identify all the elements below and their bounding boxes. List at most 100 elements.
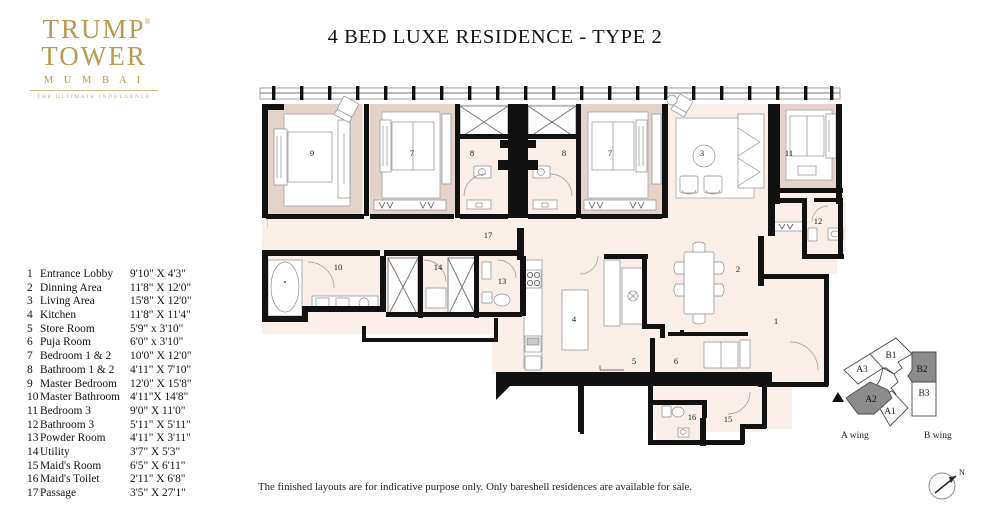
legend-num: 12 <box>27 418 39 431</box>
legend-num: 2 <box>27 281 33 294</box>
legend-dim: 4'11"X 14'8" <box>130 391 189 404</box>
room-maids-toilet <box>656 400 704 440</box>
legend-num: 17 <box>27 487 39 499</box>
legend-dim: 9'0" X 11'0" <box>130 404 186 417</box>
legend-num: 1 <box>27 268 33 280</box>
legend-name: Bathroom 1 & 2 <box>40 363 115 376</box>
legend-dim: 2'11" X 6'8" <box>130 473 186 486</box>
legend-num: 5 <box>27 322 33 335</box>
keyplan-label-b1: B1 <box>885 351 896 361</box>
keyplan-label-a3: A3 <box>856 365 868 375</box>
legend-name: Living Area <box>40 295 95 308</box>
wardrobe-bedroom-1 <box>373 199 447 211</box>
legend-name: Passage <box>40 487 77 499</box>
room-label-7a: 7 <box>410 148 415 158</box>
legend-name: Bedroom 1 & 2 <box>40 350 112 363</box>
compass-north-label: N <box>959 468 965 477</box>
registered-mark-icon: ® <box>144 17 153 26</box>
room-label-3: 3 <box>700 148 704 158</box>
room-bedroom-2 <box>580 104 666 214</box>
room-label-5: 5 <box>632 356 636 366</box>
legend-dim: 10'0" X 12'0" <box>130 350 192 363</box>
legend-name: Kitchen <box>40 309 77 322</box>
room-label-9: 9 <box>310 148 314 158</box>
legend-dim: 4'11" X 7'10" <box>130 363 192 376</box>
floor-plan: .w { fill:#111; } /* solid walls */ .bd … <box>252 84 852 452</box>
legend-name: Utility <box>40 445 70 458</box>
legend-name: Master Bathroom <box>40 391 121 404</box>
room-label-17: 17 <box>484 230 493 240</box>
legend-dim: 6'0" x 3'10" <box>130 336 184 349</box>
legend-dim: 11'8" X 11'4" <box>130 309 191 322</box>
room-kitchen <box>523 254 646 374</box>
page-title: 4 BED LUXE RESIDENCE - TYPE 2 <box>327 26 663 48</box>
room-bathroom-1 <box>459 105 509 218</box>
legend-name: Puja Room <box>40 336 91 349</box>
legend-dim: 3'5" X 27'1" <box>130 487 186 499</box>
legend-dim: 6'5" X 6'11" <box>130 459 186 472</box>
balcony-railing <box>259 86 841 100</box>
room-bedroom-3 <box>780 104 838 192</box>
room-label-8b: 8 <box>562 148 566 158</box>
legend-name: Master Bedroom <box>40 377 117 390</box>
legend-name: Dinning Area <box>40 281 102 294</box>
plan-walls <box>262 104 844 446</box>
brand-logo: TRUMP® TOWER M U M B A I THE ULTIMATE IN… <box>24 16 164 100</box>
keyplan-b-wing-label: B wing <box>924 431 952 441</box>
legend-name: Store Room <box>40 322 95 335</box>
keyplan-label-b3: B3 <box>918 389 929 399</box>
room-bedroom-1 <box>370 104 456 214</box>
room-label-2: 2 <box>736 264 740 274</box>
room-label-16: 16 <box>688 412 697 422</box>
legend-dim: 5'11" X 5'11" <box>130 418 191 431</box>
room-label-12: 12 <box>814 216 823 226</box>
room-utility <box>387 256 477 318</box>
room-label-13: 13 <box>498 276 507 286</box>
legend-num: 6 <box>27 336 33 349</box>
legend-num: 8 <box>27 363 33 376</box>
legend-dim: 4'11" X 3'11" <box>130 432 191 445</box>
brand-name-trump: TRUMP® <box>42 14 150 44</box>
keyplan-wing-a2 <box>845 381 893 415</box>
legend-dim: 15'8" X 12'0" <box>130 295 192 308</box>
room-label-6: 6 <box>674 356 679 366</box>
legend-num: 13 <box>27 432 39 445</box>
legend-row: 3 Living Area 15'8" X 12'0" <box>27 295 235 309</box>
legend-name: Maid's Room <box>40 459 102 472</box>
room-dining-area <box>672 218 768 334</box>
brand-divider <box>30 90 158 91</box>
legend-name: Bedroom 3 <box>40 404 91 417</box>
legend-dim: 3'7" X 5'3" <box>130 445 181 458</box>
brand-name-tower: TOWER <box>41 41 147 71</box>
brand-city: M U M B A I <box>43 75 145 86</box>
keyplan-label-a1: A1 <box>884 407 896 417</box>
north-compass: N <box>922 464 970 508</box>
room-label-8a: 8 <box>470 148 474 158</box>
legend-num: 16 <box>27 473 39 486</box>
legend-row: 2 Dinning Area 11'8" X 12'0" <box>27 282 235 296</box>
room-bathroom-2 <box>527 105 577 218</box>
room-label-1: 1 <box>774 316 778 326</box>
wardrobe-bedroom-2 <box>583 199 657 211</box>
legend-num: 11 <box>27 404 38 417</box>
keyplan-label-a2: A2 <box>865 395 877 405</box>
legend-num: 3 <box>27 295 33 308</box>
compass-circle-icon <box>928 472 956 500</box>
legend-name: Maid's Toilet <box>40 473 100 486</box>
legend-name: Entrance Lobby <box>40 268 114 280</box>
room-label-7b: 7 <box>608 148 613 158</box>
legend-name: Bathroom 3 <box>40 418 95 431</box>
legend-dim: 11'8" X 12'0" <box>130 281 192 294</box>
legend-num: 9 <box>27 377 33 390</box>
brand-trump-text: TRUMP <box>42 14 146 44</box>
